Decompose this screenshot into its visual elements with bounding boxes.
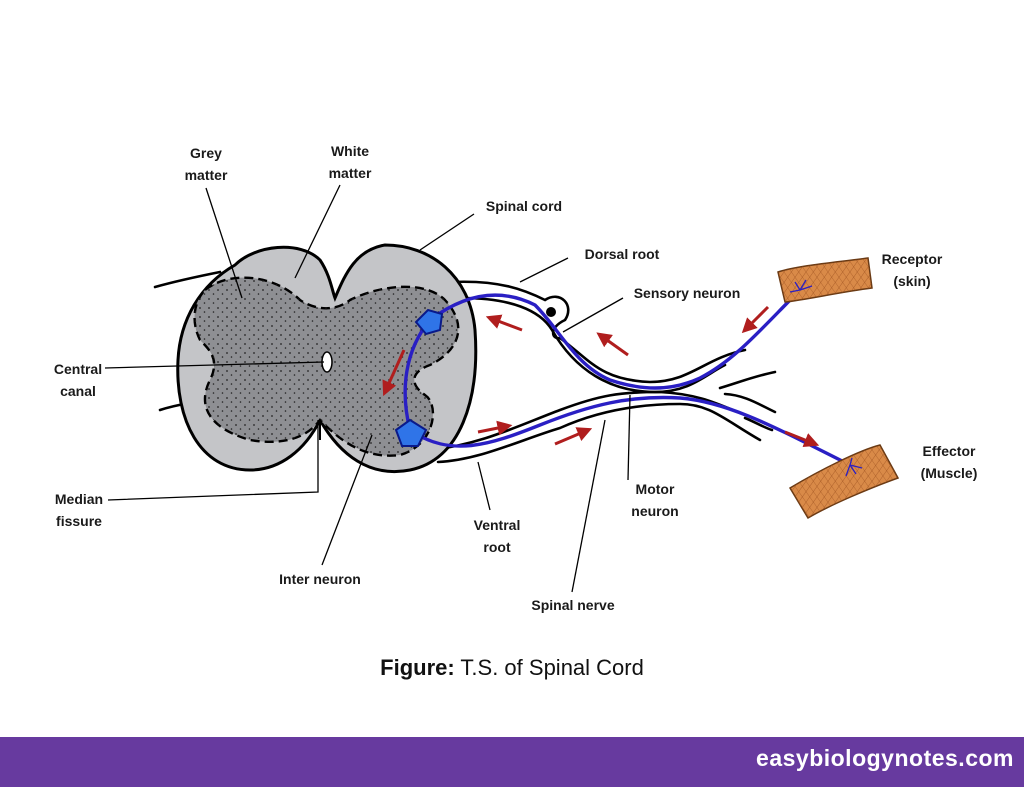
label-dorsal-root: Dorsal root — [584, 246, 660, 262]
label-sensory-neuron: Sensory neuron — [633, 285, 741, 301]
label-ventral-root: Ventral root — [473, 517, 521, 555]
dorsal-root-ganglion — [546, 307, 556, 317]
label-motor-neuron: Motor neuron — [631, 481, 679, 519]
receptor-skin — [777, 257, 873, 303]
figure-caption: Figure: T.S. of Spinal Cord — [0, 655, 1024, 681]
label-grey-matter: Grey matter — [184, 145, 228, 183]
sensory-cell-body — [414, 308, 444, 336]
caption-prefix: Figure: — [380, 655, 455, 680]
label-central-canal: Central canal — [53, 361, 103, 399]
motor-cell-body — [394, 418, 428, 447]
caption-text: T.S. of Spinal Cord — [460, 655, 644, 680]
label-effector: Effector (Muscle) — [920, 443, 978, 481]
nerve-roots — [153, 270, 777, 464]
footer-bar: easybiologynotes.com — [0, 737, 1024, 787]
leader-lines — [104, 184, 631, 593]
site-name[interactable]: easybiologynotes.com — [756, 745, 1014, 771]
impulse-arrows — [382, 305, 820, 448]
effector-muscle — [788, 444, 900, 520]
label-inter-neuron: Inter neuron — [279, 571, 361, 587]
label-spinal-cord: Spinal cord — [485, 198, 563, 214]
label-spinal-nerve: Spinal nerve — [531, 597, 615, 613]
label-receptor: Receptor (skin) — [881, 251, 943, 289]
label-median-fissure: Median fissure — [54, 491, 104, 529]
label-white-matter: White matter — [328, 143, 372, 181]
